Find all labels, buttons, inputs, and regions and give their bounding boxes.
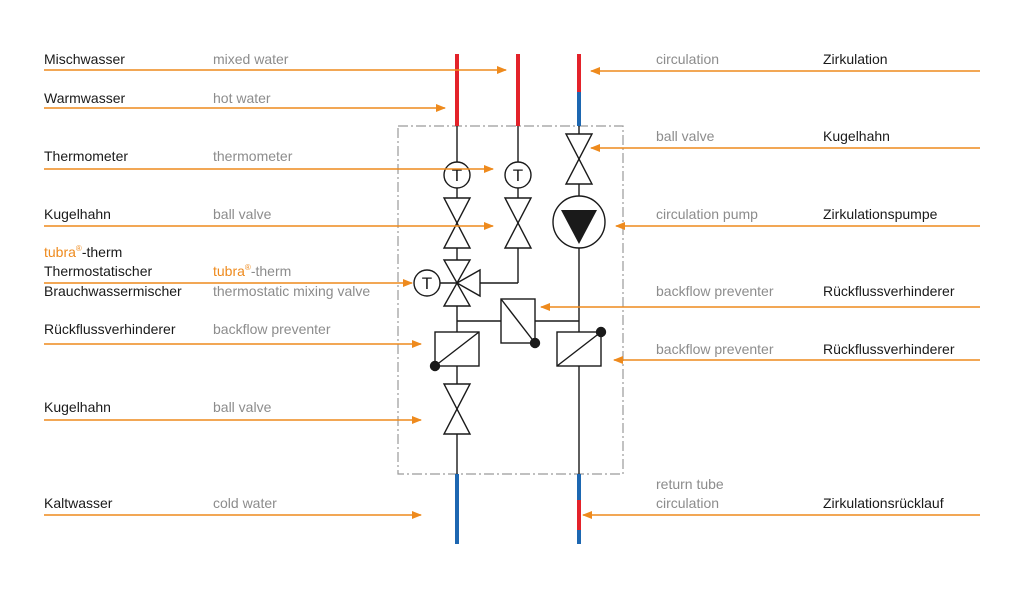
ball-valve-right-icon	[564, 133, 594, 185]
label-de-mixer-brand: tubra®-therm	[44, 244, 122, 260]
thermometer-glyph: T	[513, 166, 523, 185]
ball-valve-left-bottom-icon	[442, 383, 472, 435]
ball-valve-left-top-icon	[442, 197, 472, 249]
callout-arrows	[44, 66, 980, 519]
label-de-backflow-2: Rückflussverhinderer	[823, 341, 955, 357]
label-en-backflow-1: backflow preventer	[656, 283, 774, 299]
label-de-backflow: Rückflussverhinderer	[44, 321, 176, 337]
backflow-right-dot-icon	[595, 326, 607, 338]
label-en-mixer-line2: thermostatic mixing valve	[213, 283, 370, 299]
label-de-mixed-water: Mischwasser	[44, 51, 125, 67]
label-de-ball-valve-right: Kugelhahn	[823, 128, 890, 144]
label-de-circ-pump: Zirkulationspumpe	[823, 206, 938, 222]
backflow-middle-dot-icon	[529, 337, 541, 349]
colored-pipe-segments	[455, 54, 581, 544]
label-de-ball-valve-top: Kugelhahn	[44, 206, 111, 222]
label-en-cold-water: cold water	[213, 495, 277, 511]
ball-valve-middle-icon	[503, 197, 533, 249]
label-de-mixer-line1: Thermostatischer	[44, 263, 152, 279]
label-de-hot-water: Warmwasser	[44, 90, 125, 106]
label-en-hot-water: hot water	[213, 90, 271, 106]
label-en-ball-valve-right: ball valve	[656, 128, 715, 144]
label-de-mixer-line2: Brauchwassermischer	[44, 283, 182, 299]
thermometer-glyph: T	[422, 274, 432, 293]
mixing-valve-icon	[442, 259, 481, 307]
label-en-backflow-2: backflow preventer	[656, 341, 774, 357]
pump-triangle-icon	[561, 210, 597, 244]
label-de-backflow-1: Rückflussverhinderer	[823, 283, 955, 299]
thermometer-glyph: T	[452, 166, 462, 185]
thermometer-middle-icon	[504, 161, 532, 189]
label-de-cold-water: Kaltwasser	[44, 495, 113, 511]
label-de-ball-valve-bottom: Kugelhahn	[44, 399, 111, 415]
label-de-return-tube: Zirkulationsrücklauf	[823, 495, 944, 511]
label-en-circulation: circulation	[656, 51, 719, 67]
label-en-circ-pump: circulation pump	[656, 206, 758, 222]
label-en-return-tube-line2: circulation	[656, 495, 719, 511]
label-en-mixer-brand: tubra®-therm	[213, 263, 291, 279]
label-de-circulation: Zirkulation	[823, 51, 888, 67]
label-en-thermometer: thermometer	[213, 148, 293, 164]
backflow-left-dot-icon	[429, 360, 441, 372]
label-de-thermometer: Thermometer	[44, 148, 128, 164]
label-en-backflow: backflow preventer	[213, 321, 331, 337]
label-en-return-tube-line1: return tube	[656, 476, 724, 492]
assembly-frame	[397, 125, 624, 475]
label-en-ball-valve-bottom: ball valve	[213, 399, 272, 415]
label-en-ball-valve-top: ball valve	[213, 206, 272, 222]
label-en-mixed-water: mixed water	[213, 51, 289, 67]
